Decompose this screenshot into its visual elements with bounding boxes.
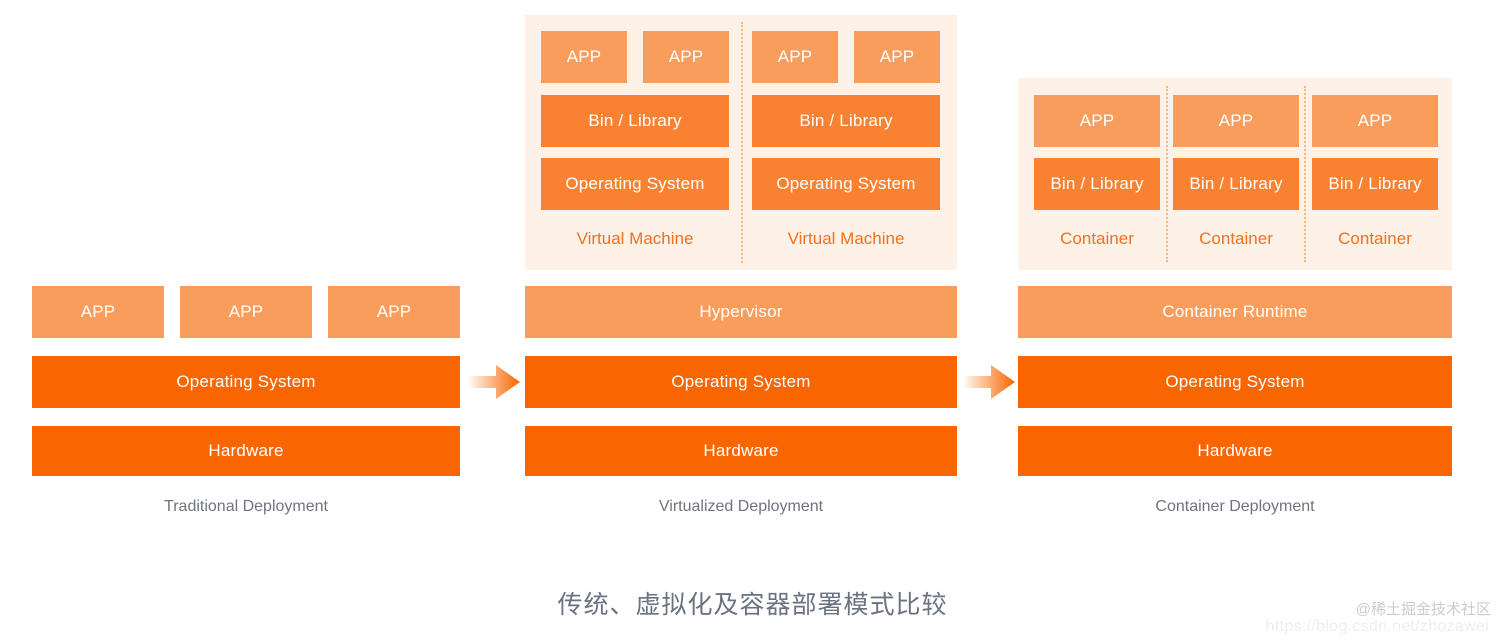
bin-library-block: Bin / Library	[752, 95, 940, 147]
container-divider	[1166, 86, 1168, 262]
virtual-machine-divider	[741, 22, 743, 263]
operating-system-block: Operating System	[1018, 356, 1452, 408]
arrow-virtualized-to-container	[961, 362, 1017, 402]
hardware-block: Hardware	[525, 426, 957, 476]
watermark-brand: @稀土掘金技术社区	[1355, 601, 1491, 618]
container-divider	[1304, 86, 1306, 262]
container-runtime-block: Container Runtime	[1018, 286, 1452, 338]
app-block: APP	[643, 31, 729, 83]
column-caption-traditional: Traditional Deployment	[164, 498, 328, 515]
app-block: APP	[1173, 95, 1299, 147]
container-label: Container	[1199, 229, 1273, 248]
hardware-block: Hardware	[32, 426, 460, 476]
column-caption-container: Container Deployment	[1155, 498, 1315, 515]
virtual-machine-label: Virtual Machine	[787, 229, 905, 248]
app-block: APP	[328, 286, 460, 338]
watermark-url: https://blog.csdn.net/zhozawei	[1265, 618, 1489, 635]
operating-system-block: Operating System	[32, 356, 460, 408]
bin-library-block: Bin / Library	[541, 95, 729, 147]
app-block: APP	[1312, 95, 1438, 147]
virtual-machine-label: Virtual Machine	[576, 229, 694, 248]
app-block: APP	[541, 31, 627, 83]
hardware-block: Hardware	[1018, 426, 1452, 476]
container-label: Container	[1060, 229, 1134, 248]
bin-library-block: Bin / Library	[1312, 158, 1438, 210]
bin-library-block: Bin / Library	[1173, 158, 1299, 210]
operating-system-block: Operating System	[525, 356, 957, 408]
app-block: APP	[854, 31, 940, 83]
column-caption-virtualized: Virtualized Deployment	[658, 498, 824, 515]
hypervisor-block: Hypervisor	[525, 286, 957, 338]
app-block: APP	[752, 31, 838, 83]
app-block: APP	[32, 286, 164, 338]
operating-system-block: Operating System	[752, 158, 940, 210]
app-block: APP	[1034, 95, 1160, 147]
arrow-traditional-to-virtualized	[466, 362, 522, 402]
operating-system-block: Operating System	[541, 158, 729, 210]
bin-library-block: Bin / Library	[1034, 158, 1160, 210]
diagram-title: 传统、虚拟化及容器部署模式比较	[557, 591, 948, 619]
app-block: APP	[180, 286, 312, 338]
container-label: Container	[1338, 229, 1412, 248]
